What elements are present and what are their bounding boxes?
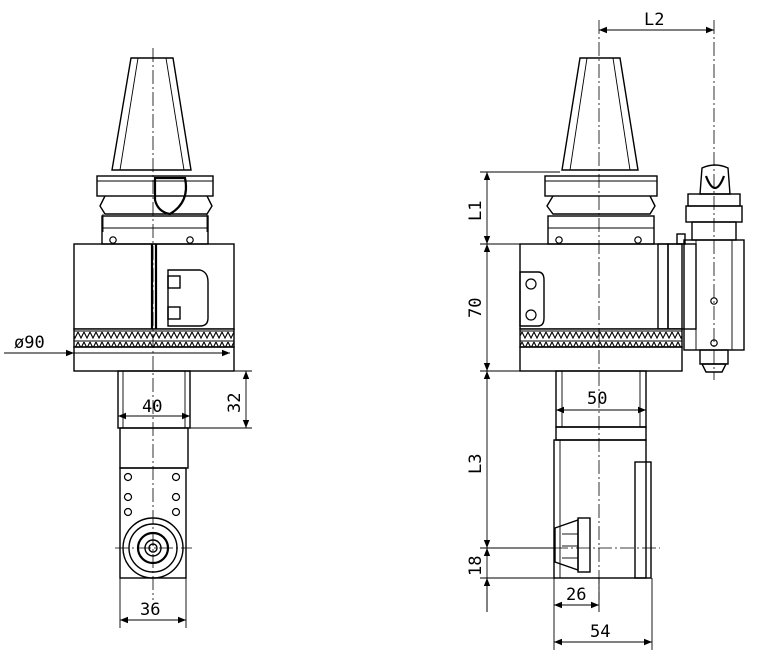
- screw-icon: [123, 492, 133, 502]
- dimension-width-50: 50: [587, 389, 607, 409]
- dimension-width-54: 54: [590, 622, 610, 642]
- dimension-diameter-90: ø90: [14, 333, 45, 353]
- screw-icon: [186, 236, 194, 244]
- screw-icon: [123, 507, 133, 517]
- screw-icon: [525, 278, 537, 290]
- dimension-L3: L3: [466, 454, 486, 474]
- screw-icon: [171, 492, 181, 502]
- screw-icon: [634, 236, 642, 244]
- screw-icon: [525, 309, 537, 321]
- dimension-height-70: 70: [466, 298, 486, 318]
- screw-icon: [171, 507, 181, 517]
- dimension-height-18: 18: [466, 556, 486, 576]
- screw-icon: [171, 472, 181, 482]
- dimension-L1: L1: [466, 201, 486, 221]
- left-view: ø90 40 32 36: [4, 48, 252, 628]
- dimension-width-26: 26: [566, 585, 586, 605]
- screw-icon: [123, 472, 133, 482]
- screw-icon: [109, 236, 117, 244]
- dimension-width-40: 40: [142, 397, 162, 417]
- right-view: L2 L1 70 L3 18 50 26 54: [466, 10, 745, 650]
- screw-icon: [555, 236, 563, 244]
- dimension-width-36: 36: [140, 600, 160, 620]
- dimension-height-32: 32: [225, 393, 245, 413]
- dimension-L2: L2: [644, 10, 664, 30]
